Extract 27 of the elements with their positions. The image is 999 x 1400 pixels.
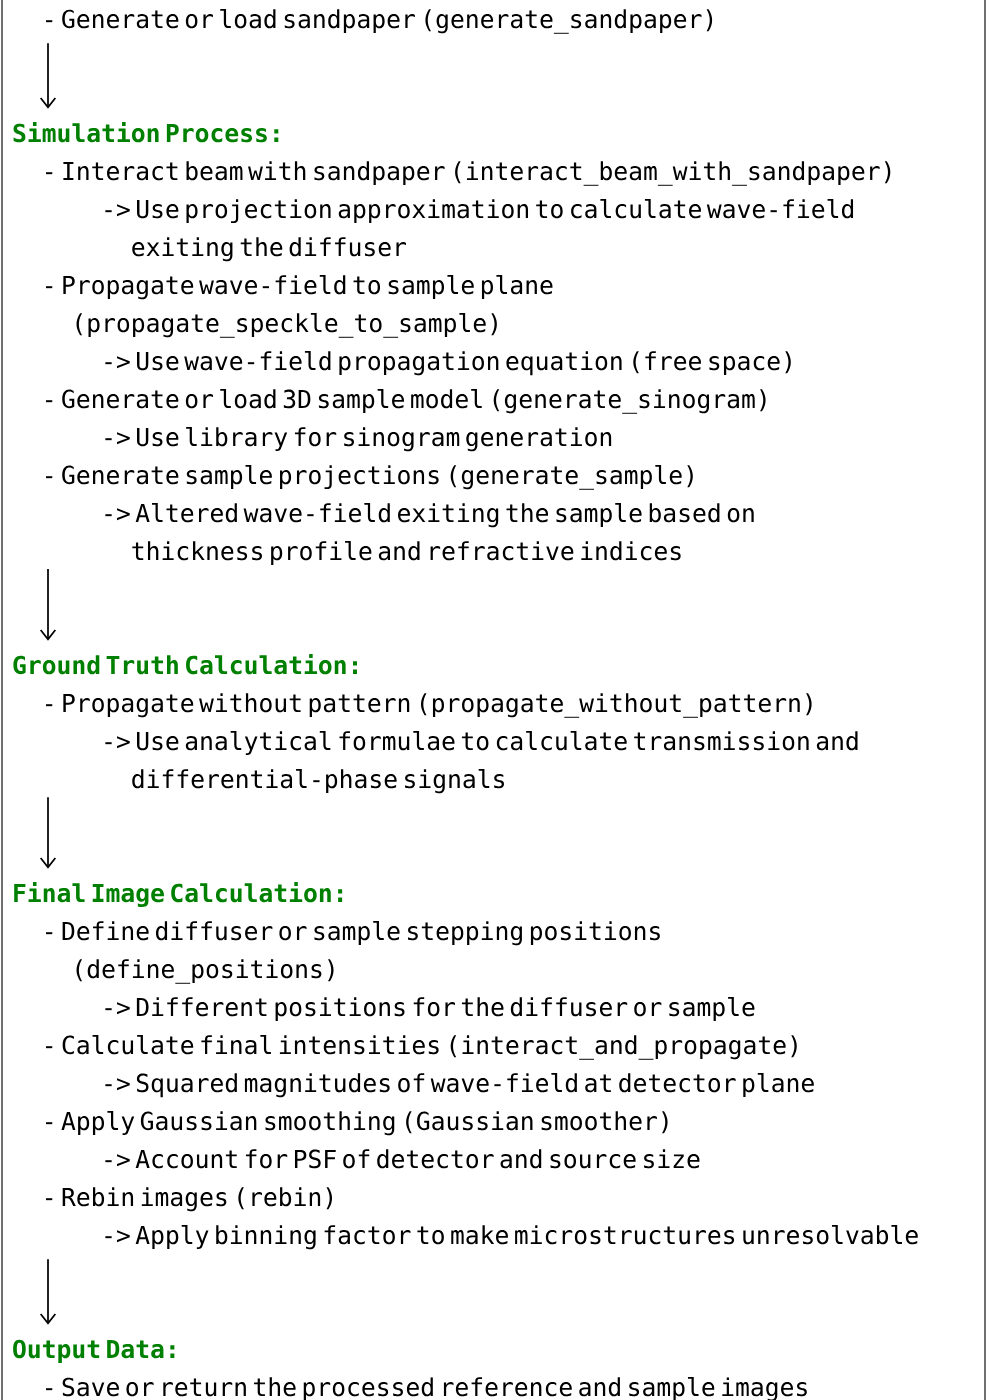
step-text: - Interact beam with sandpaper (interact_beam_with_sandpaper)	[46, 161, 891, 186]
section-heading: Simulation Process:	[13, 121, 279, 143]
step-text: - Apply Gaussian smoothing (Gaussian smoother)	[46, 1111, 668, 1136]
step-text: - Rebin images (rebin)	[46, 1187, 332, 1212]
step-text: -> Different positions for the diffuser or sample	[105, 997, 755, 1022]
step-text: -> Squared magnitudes of wave-field at detector plane	[105, 1073, 814, 1098]
step-text: - Define diffuser or sample stepping positions (define_positions)	[46, 921, 660, 984]
step-text: -> Use analytical formulae to calculate transmission and differential-phase signals	[105, 731, 858, 794]
arrow	[39, 1258, 57, 1325]
section-heading: Ground Truth Calculation:	[13, 653, 357, 675]
arrow	[39, 568, 57, 641]
step-text: - Generate or load sandpaper (generate_sandpaper)	[46, 9, 713, 34]
step-text: -> Altered wave-field exiting the sample based on thickness profile and refractive indices	[105, 503, 754, 566]
arrow	[39, 796, 57, 869]
step-text: - Generate sample projections (generate_sample)	[46, 465, 693, 490]
step-text: -> Use wave-field propagation equation (free space)	[105, 351, 791, 376]
arrow	[39, 42, 57, 109]
step-text: - Generate or load 3D sample model (generate_sinogram)	[46, 389, 766, 414]
step-text: - Propagate without pattern (propagate_without_pattern)	[46, 693, 812, 718]
step-text: - Propagate wave-field to sample plane (propagate_speckle_to_sample)	[46, 275, 553, 338]
section-heading: Final Image Calculation:	[14, 881, 343, 908]
step-text: -> Account for PSF of detector and source size	[105, 1149, 700, 1169]
section-heading: Output Data:	[13, 1339, 175, 1364]
step-text: -> Use library for sinogram generation	[105, 427, 612, 452]
step-text: - Calculate final intensities (interact_and_propagate)	[46, 1035, 797, 1060]
step-text: -> Use projection approximation to calculate wave-field exiting the diffuser	[105, 199, 854, 262]
step-text: -> Apply binning factor to make microstructures unresolvable	[105, 1225, 918, 1250]
